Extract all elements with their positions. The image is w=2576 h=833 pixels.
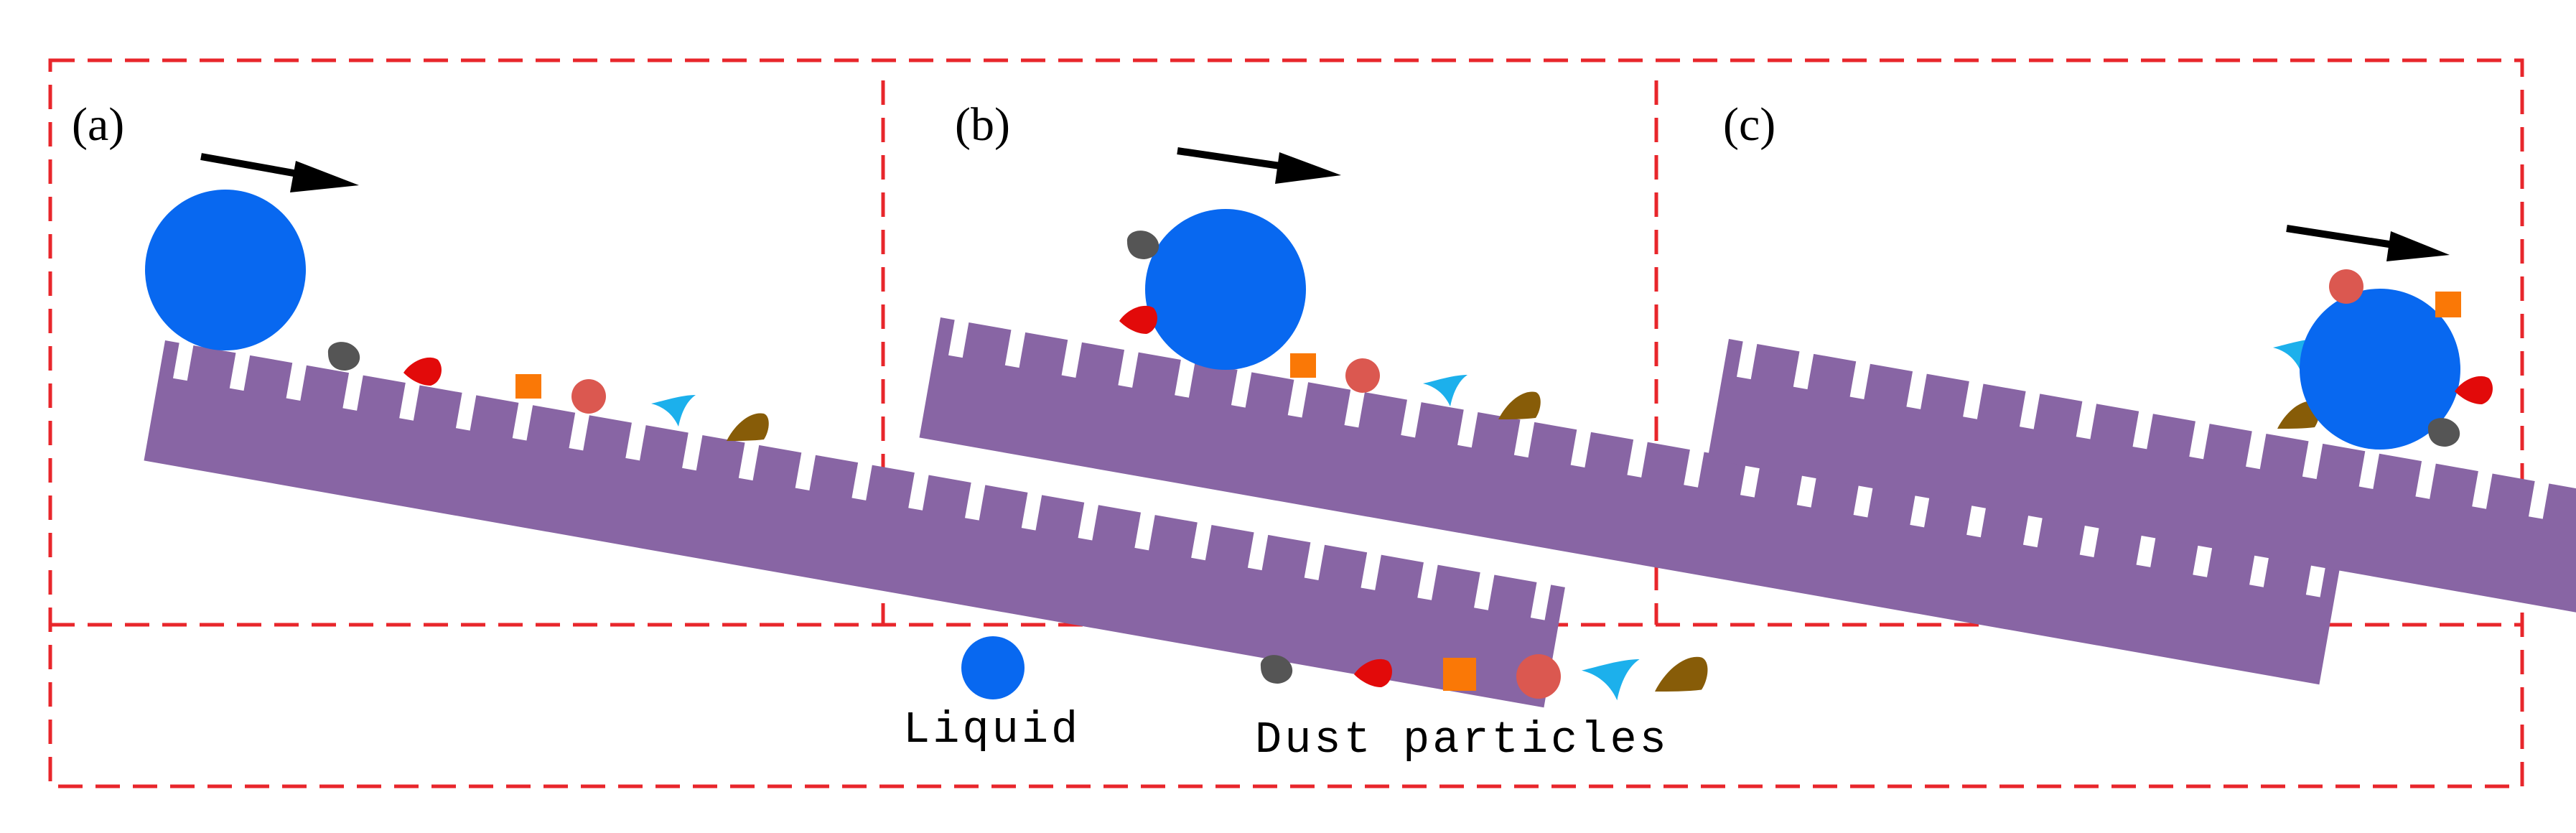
panel-b: (b) xyxy=(919,98,2341,685)
outer-dashed-border xyxy=(48,58,2524,788)
dust-particle-icon xyxy=(403,357,442,386)
dust-particle-icon xyxy=(1516,654,1561,699)
legend: Liquid Dust particles xyxy=(903,636,1708,765)
motion-arrow-icon xyxy=(200,153,359,192)
panel-c-label: (c) xyxy=(1723,98,1775,151)
liquid-droplet-icon xyxy=(145,190,306,350)
panel-b-label: (b) xyxy=(955,98,1010,151)
dust-particle-icon xyxy=(1126,231,1159,259)
dust-particle-icon xyxy=(515,374,541,399)
legend-liquid-label: Liquid xyxy=(903,704,1081,755)
motion-arrow-icon xyxy=(2286,225,2450,261)
liquid-droplet-icon xyxy=(1145,209,1306,370)
panel-a: (a) xyxy=(72,98,1565,708)
dust-particle-icon xyxy=(1582,659,1640,701)
liquid-droplet-icon xyxy=(961,636,1025,699)
dust-particle-icon xyxy=(1119,305,1157,334)
dust-particle-icon xyxy=(1498,391,1541,419)
liquid-droplet-icon xyxy=(2300,289,2460,450)
dust-particle-icon xyxy=(571,379,606,414)
panel-c: (c) xyxy=(1707,98,2576,707)
dust-particle-icon xyxy=(1290,353,1316,378)
dust-particle-icon xyxy=(651,395,696,427)
dust-particle-icon xyxy=(2455,376,2493,404)
dust-particle-icon xyxy=(1443,658,1476,691)
textured-substrate xyxy=(144,340,1565,708)
legend-dust-label: Dust particles xyxy=(1255,715,1669,765)
panel-a-label: (a) xyxy=(72,98,124,151)
dust-particle-icon xyxy=(1423,375,1467,406)
motion-arrow-icon xyxy=(1177,147,1341,184)
dust-particle-icon xyxy=(327,342,360,371)
dust-particle-icon xyxy=(727,413,769,441)
dust-particle-icon xyxy=(1345,358,1380,393)
dust-particle-icon xyxy=(2329,269,2363,304)
dust-particle-icon xyxy=(2435,292,2461,317)
dust-particle-icon xyxy=(1655,656,1708,692)
dust-particle-icon xyxy=(2427,418,2460,447)
